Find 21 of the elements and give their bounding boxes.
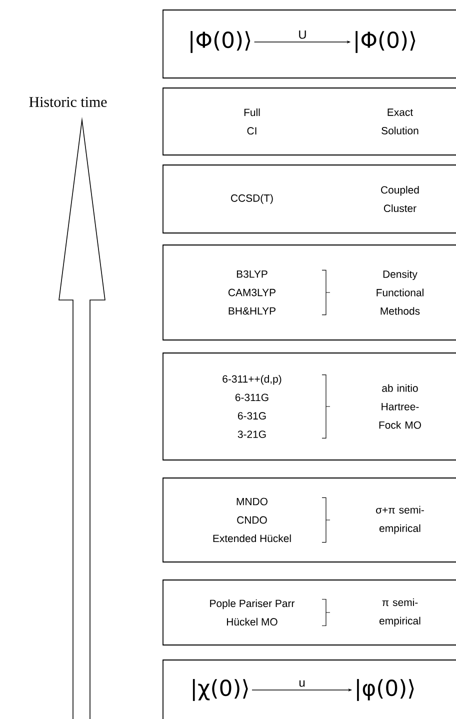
category-label: π semi- empirical xyxy=(380,598,420,627)
category-label: ab initio Hartree-Fock MO xyxy=(379,384,421,429)
edge-label: U xyxy=(299,30,306,39)
category-label: Coupled Cluster xyxy=(381,186,419,212)
ket: |φ(0)⟩ xyxy=(357,679,414,701)
axis-label: Historic time xyxy=(29,96,107,108)
method-list: CCSD(T) xyxy=(231,194,273,204)
method-list: Full CI xyxy=(244,108,260,135)
category-label: Density Functional Methods xyxy=(376,270,424,315)
method-list: 6-311++(d,p) 6-311G 6-31G 3-21G xyxy=(222,375,282,438)
category-label: Exact Solution xyxy=(382,108,418,134)
edge-label: u xyxy=(300,680,305,687)
formula-box xyxy=(162,660,456,719)
ket: |χ(0)⟩ xyxy=(192,679,248,701)
method-list: Pople Pariser Parr Hückel MO xyxy=(210,599,295,626)
ket: |Φ(0)⟩ xyxy=(356,31,416,53)
formula-box xyxy=(162,10,456,78)
method-list: B3LYP CAM3LYP BH&HLYP xyxy=(228,270,276,315)
method-list: MNDO CNDO Extended Hückel xyxy=(213,498,291,542)
ket: |Φ(0)⟩ xyxy=(190,31,250,53)
category-label: σ+π semi- empirical xyxy=(376,506,424,534)
